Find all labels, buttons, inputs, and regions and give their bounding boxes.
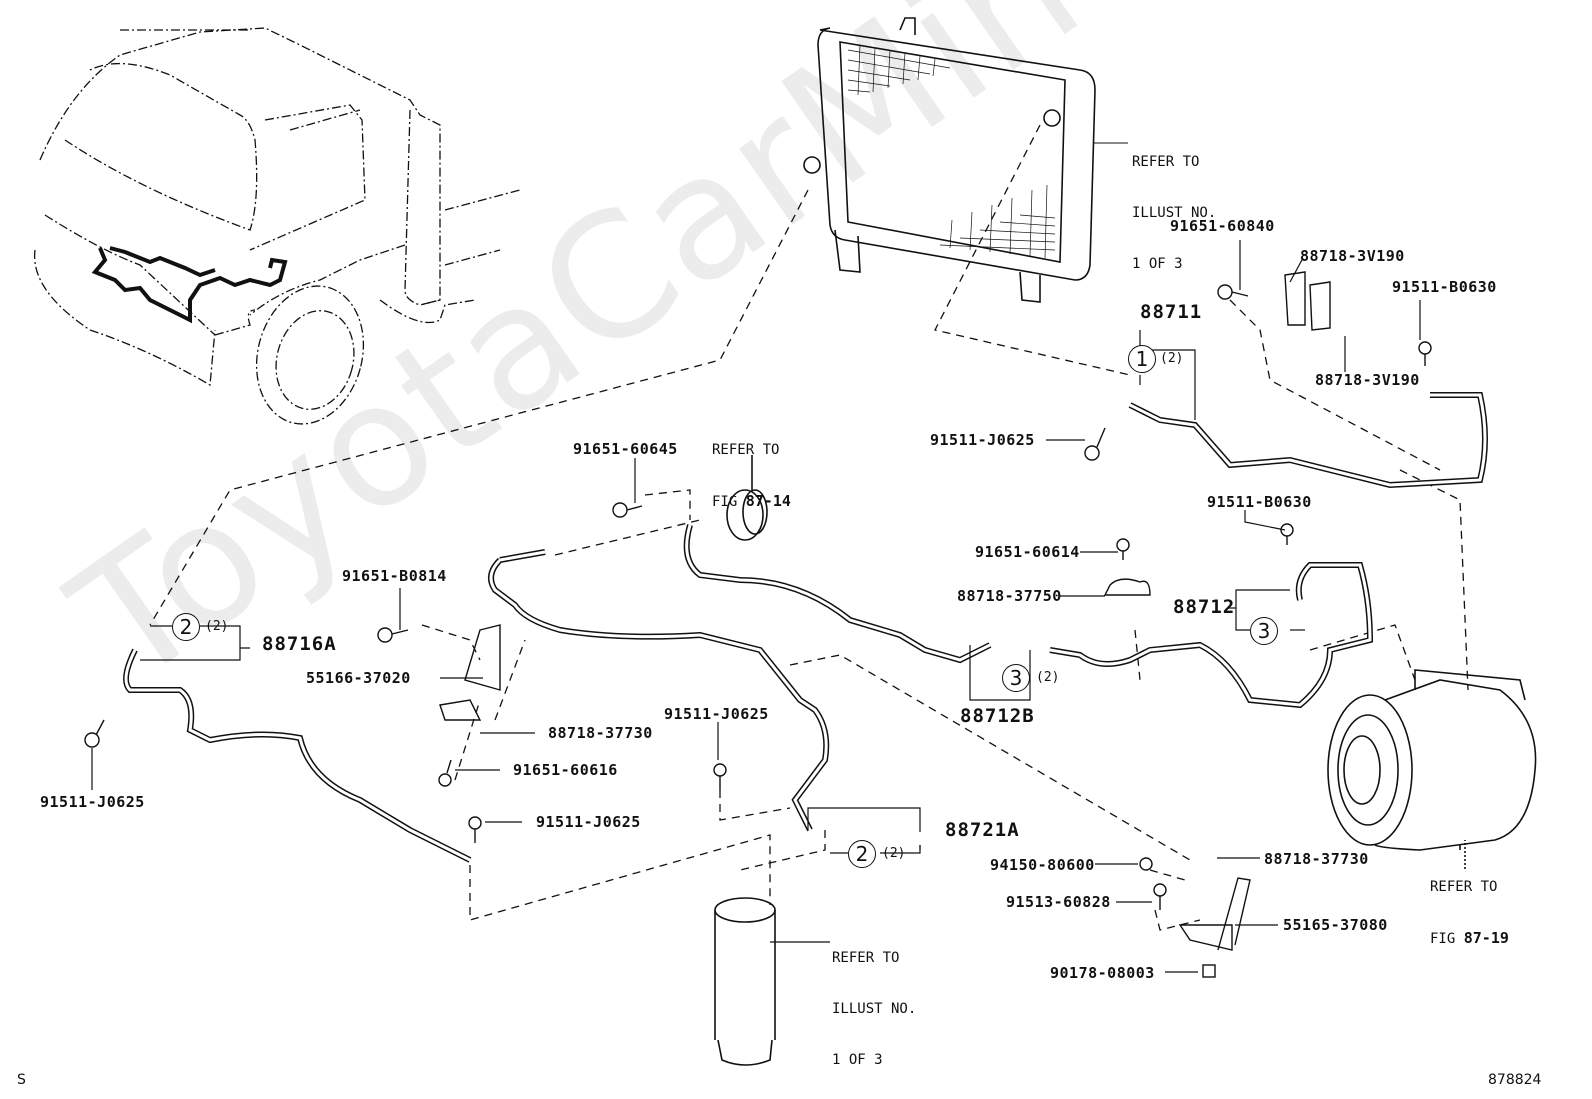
condenser-core-hatch [847, 44, 1056, 259]
callout-circle: 3 [1002, 664, 1030, 692]
part-label[interactable]: 91651-60645 [573, 440, 678, 458]
note-line: REFER TO [1132, 154, 1200, 170]
harness-highlight [91, 246, 288, 324]
part-label[interactable]: 91651-60614 [975, 543, 1080, 561]
manifold-disk-drawing [726, 455, 768, 541]
pipe-88712B [683, 524, 992, 664]
part-label[interactable]: 90178-08003 [1050, 964, 1155, 982]
callout-circle: 2 [172, 613, 200, 641]
part-label[interactable]: 91651-60840 [1170, 217, 1275, 235]
callout-quantity: (2) [205, 619, 229, 634]
pipe-88712 [1049, 562, 1374, 709]
callout-circle: 3 [1250, 617, 1278, 645]
part-label[interactable]: 91651-B0814 [342, 567, 447, 585]
part-label[interactable]: 91511-J0625 [664, 705, 769, 723]
assembly-lines [149, 124, 1469, 931]
part-label[interactable]: 91511-B0630 [1207, 493, 1312, 511]
part-label[interactable]: 91511-J0625 [930, 431, 1035, 449]
note-line: 1 OF 3 [832, 1052, 883, 1068]
assembly-label[interactable]: 88711 [1140, 301, 1203, 323]
callout-quantity: (2) [1160, 351, 1184, 366]
note-line: ILLUST NO. [1132, 205, 1217, 221]
assembly-label[interactable]: 88712B [960, 705, 1035, 727]
part-label[interactable]: 88718-37750 [957, 587, 1062, 605]
callout-circle: 2 [848, 840, 876, 868]
illustration-number: 878824 [1488, 1072, 1542, 1088]
part-label[interactable]: 55166-37020 [306, 669, 411, 687]
assembly-label[interactable]: 88721A [945, 819, 1020, 841]
note-condenser: REFER TO ILLUST NO. 1 OF 3 [1132, 120, 1216, 307]
assembly-label[interactable]: 88716A [262, 633, 337, 655]
callout-circle: 1 [1128, 345, 1156, 373]
part-label[interactable]: 94150-80600 [990, 856, 1095, 874]
part-label[interactable]: 91513-60828 [1006, 893, 1111, 911]
note-line: REFER TO [832, 950, 900, 966]
pipe-88716A [123, 648, 472, 863]
part-label[interactable]: 88718-3V190 [1315, 371, 1420, 389]
condenser-drawing [803, 17, 1096, 303]
part-label[interactable]: 88718-37730 [548, 724, 653, 742]
part-label[interactable]: 91511-B0630 [1392, 278, 1497, 296]
part-label[interactable]: 91511-J0625 [536, 813, 641, 831]
part-label[interactable]: 88718-3V190 [1300, 247, 1405, 265]
callout-quantity: (2) [882, 846, 906, 861]
receiver-dryer-drawing [714, 897, 830, 1066]
note-line: REFER TO [1430, 879, 1498, 895]
assembly-label[interactable]: 88712 [1173, 596, 1236, 618]
part-label[interactable]: 91511-J0625 [40, 793, 145, 811]
note-fig-87-19[interactable]: REFER TO FIG 87-19 [1430, 845, 1509, 982]
footer-mark: S [17, 1072, 26, 1088]
part-label[interactable]: 88718-37730 [1264, 850, 1369, 868]
compressor-drawing [1327, 669, 1537, 870]
leader-lines [91, 240, 1421, 973]
vehicle-outline [33, 27, 521, 425]
note-fig-87-14[interactable]: REFER TO FIG 87-14 [712, 408, 791, 545]
pipe-88711 [1128, 392, 1488, 489]
note-line: 1 OF 3 [1132, 256, 1183, 272]
note-line: REFER TO [712, 442, 780, 458]
note-receiver: REFER TO ILLUST NO. 1 OF 3 [832, 916, 916, 1099]
figure-reference-link[interactable]: 87-19 [1463, 929, 1509, 947]
note-prefix: FIG [1430, 931, 1456, 947]
note-prefix: FIG [712, 494, 738, 510]
callout-quantity: (2) [1036, 670, 1060, 685]
figure-reference-link[interactable]: 87-14 [745, 492, 791, 510]
pipe-88721A [488, 557, 830, 832]
fasteners [84, 271, 1432, 978]
part-label[interactable]: 55165-37080 [1283, 916, 1388, 934]
note-line: ILLUST NO. [832, 1001, 917, 1017]
part-label[interactable]: 91651-60616 [513, 761, 618, 779]
